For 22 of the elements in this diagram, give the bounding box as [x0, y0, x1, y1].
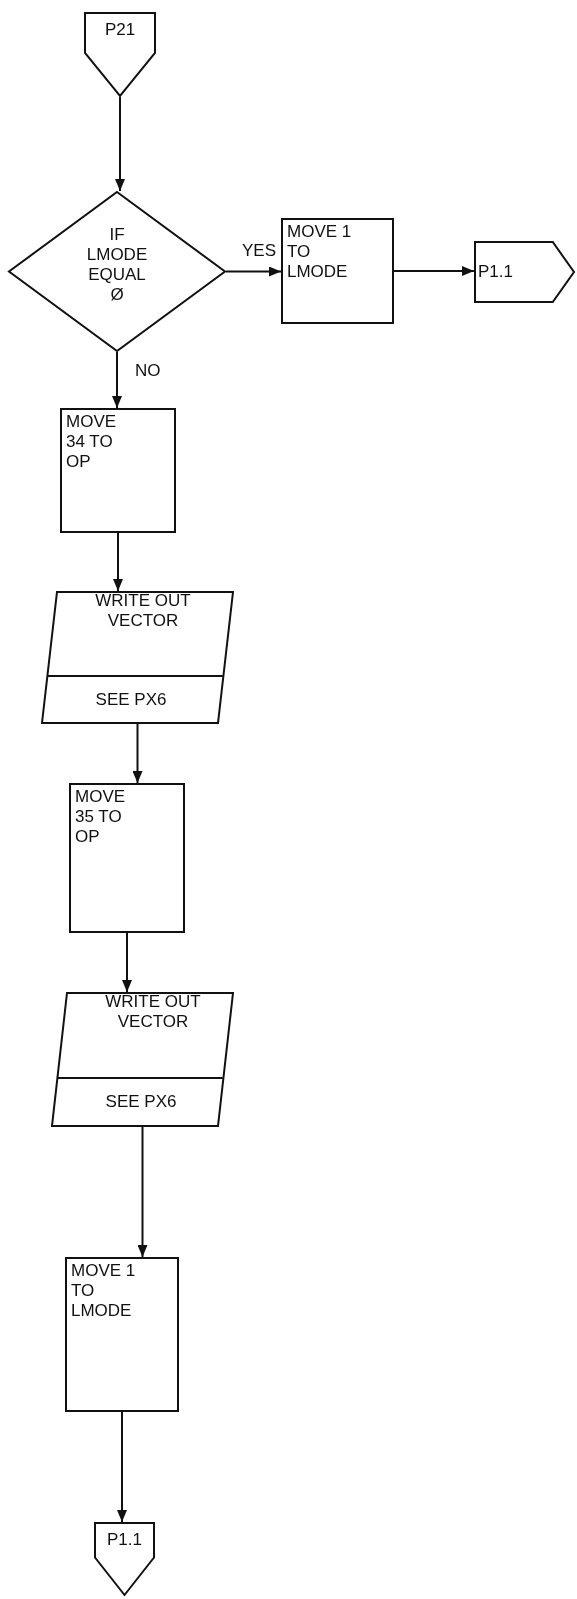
shape-text: P21 [103, 20, 137, 40]
shape-text: P1.1 [106, 1530, 143, 1550]
shape-text: MOVE 35 TO OP [75, 787, 127, 847]
off-page-connector [94, 1522, 155, 1596]
input-output-parallelogram [51, 992, 234, 1127]
process-box [65, 1257, 179, 1412]
off-page-connector [84, 12, 156, 97]
shape-text: MOVE 34 TO OP [66, 412, 118, 472]
shape-text: P1.1 [478, 262, 514, 282]
decision-diamond [8, 191, 226, 352]
process-box [60, 408, 176, 533]
off-page-connector [474, 241, 575, 303]
process-box [69, 783, 185, 933]
shape-text: WRITE OUT VECTOR [104, 992, 202, 1032]
input-output-parallelogram [41, 591, 234, 724]
shape-text: WRITE OUT VECTOR [94, 591, 192, 631]
shape-text: MOVE 1 TO LMODE [71, 1261, 137, 1321]
shape-text: IF LMODE EQUAL Ø [85, 225, 149, 305]
shape-text: SEE PX6 [94, 690, 168, 710]
shape-text: MOVE 1 TO LMODE [287, 222, 353, 282]
process-box [281, 218, 394, 324]
shape-text: SEE PX6 [104, 1092, 178, 1112]
